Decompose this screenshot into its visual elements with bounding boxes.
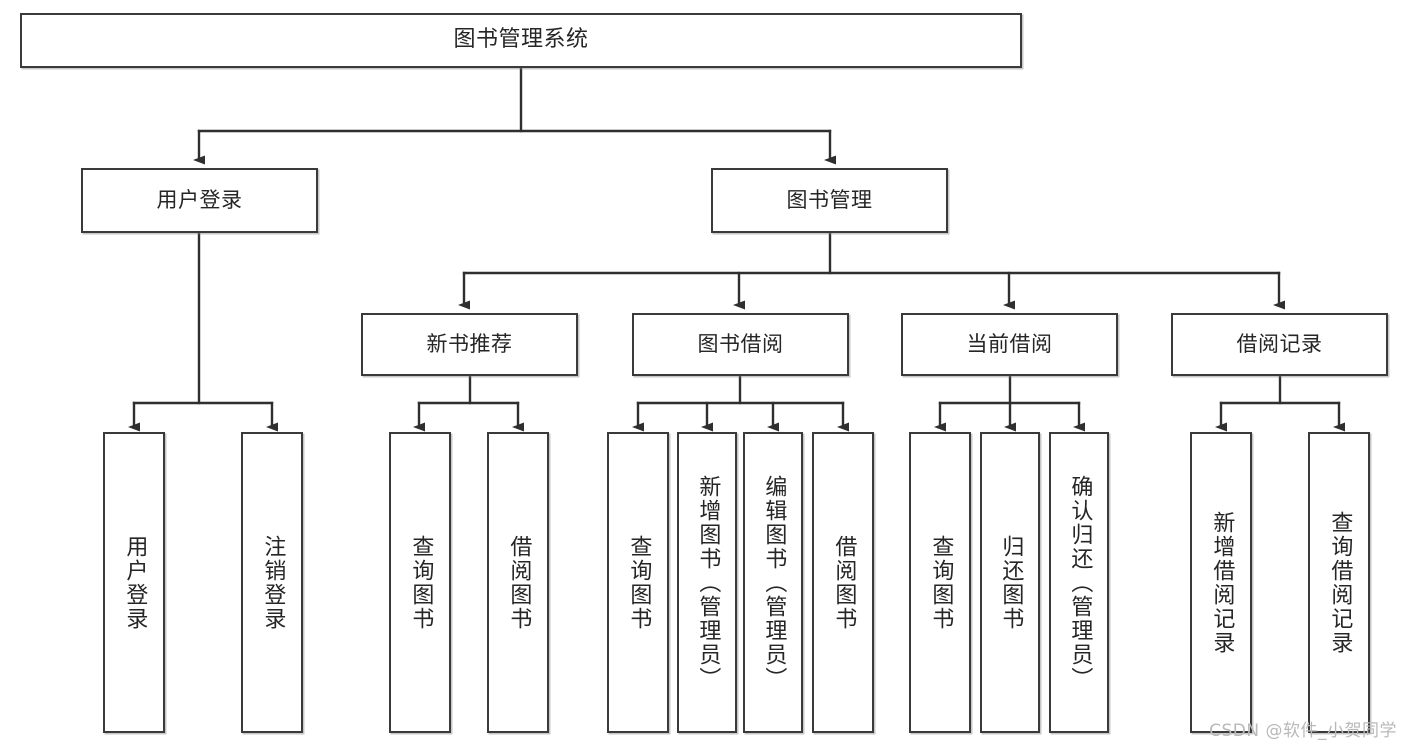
leaf-add-record[interactable]: 新增借阅记录 [1190, 432, 1252, 733]
leaf-return-book-label: 归还图书 [998, 534, 1024, 631]
csdn-watermark: CSDN @软件_小贺同学 [1209, 721, 1397, 741]
leaf-edit-book-label: 编辑图书（管理员） [761, 474, 787, 691]
leaf-borrow-book-1-label: 借阅图书 [506, 534, 532, 631]
leaf-query-book-1-label: 查询图书 [408, 534, 434, 631]
leaf-logout-login-label: 注销登录 [260, 534, 286, 631]
node-current-borrow-label: 当前借阅 [966, 331, 1053, 356]
node-user-login-label: 用户登录 [156, 187, 243, 212]
leaf-confirm-return-label: 确认归还（管理员） [1067, 474, 1093, 691]
node-root-label: 图书管理系统 [453, 27, 589, 53]
leaf-query-book-1[interactable]: 查询图书 [389, 432, 451, 733]
leaf-logout-login[interactable]: 注销登录 [241, 432, 303, 733]
leaf-add-book[interactable]: 新增图书（管理员） [677, 432, 737, 733]
node-book-borrow-label: 图书借阅 [697, 331, 784, 356]
node-book-borrow[interactable]: 图书借阅 [632, 313, 849, 376]
leaf-add-record-label: 新增借阅记录 [1209, 510, 1235, 655]
leaf-query-book-2-label: 查询图书 [626, 534, 652, 631]
leaf-user-login[interactable]: 用户登录 [103, 432, 165, 733]
node-new-book-recommend-label: 新书推荐 [426, 331, 513, 356]
leaf-query-record[interactable]: 查询借阅记录 [1308, 432, 1370, 733]
leaf-user-login-label: 用户登录 [122, 534, 148, 631]
leaf-query-record-label: 查询借阅记录 [1327, 510, 1353, 655]
leaf-return-book[interactable]: 归还图书 [980, 432, 1040, 733]
leaf-add-book-label: 新增图书（管理员） [695, 474, 721, 691]
node-borrow-record-label: 借阅记录 [1236, 331, 1323, 356]
node-borrow-record[interactable]: 借阅记录 [1171, 313, 1388, 376]
leaf-query-book-3[interactable]: 查询图书 [909, 432, 971, 733]
leaf-query-book-3-label: 查询图书 [928, 534, 954, 631]
leaf-edit-book[interactable]: 编辑图书（管理员） [743, 432, 803, 733]
node-current-borrow[interactable]: 当前借阅 [901, 313, 1118, 376]
node-root-system[interactable]: 图书管理系统 [20, 13, 1022, 68]
leaf-query-book-2[interactable]: 查询图书 [607, 432, 669, 733]
node-book-manage-label: 图书管理 [786, 187, 873, 212]
leaf-confirm-return[interactable]: 确认归还（管理员） [1049, 432, 1109, 733]
node-user-login[interactable]: 用户登录 [81, 168, 318, 233]
leaf-borrow-book-2[interactable]: 借阅图书 [812, 432, 874, 733]
leaf-borrow-book-1[interactable]: 借阅图书 [487, 432, 549, 733]
node-new-book-recommend[interactable]: 新书推荐 [361, 313, 578, 376]
node-book-manage[interactable]: 图书管理 [711, 168, 948, 233]
leaf-borrow-book-2-label: 借阅图书 [831, 534, 857, 631]
